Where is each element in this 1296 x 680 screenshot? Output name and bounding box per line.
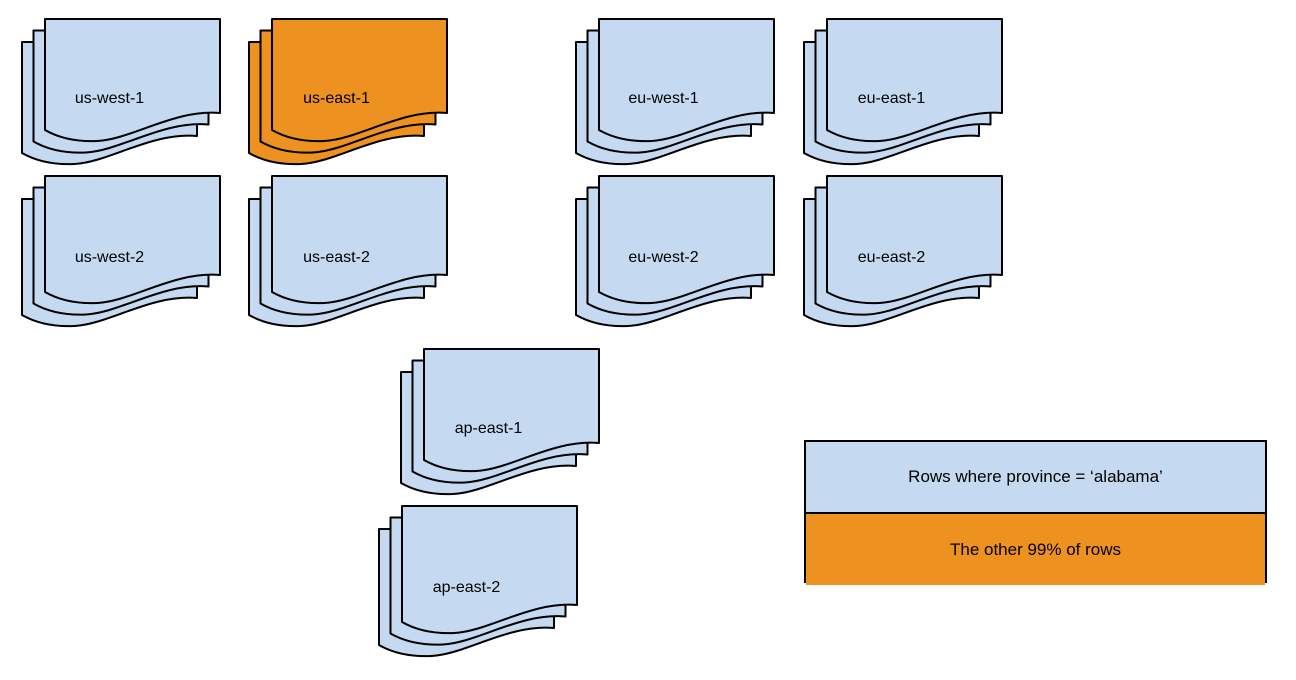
legend: Rows where province = ‘alabama’ The other… [804,440,1267,585]
document-stack-shape-ap-east-1 [400,348,600,496]
document-stack-shape-us-east-2 [248,175,448,328]
document-stack-shape-us-west-2 [21,175,221,328]
document-stack-shape-eu-east-2 [803,175,1003,328]
document-stack-us-west-2[interactable]: us-west-2 [21,175,223,328]
document-card-3 [826,175,1003,305]
document-stack-shape-us-east-1 [248,18,448,166]
document-stack-shape-eu-west-2 [575,175,775,328]
document-stack-shape-eu-west-1 [575,18,775,166]
document-card-3 [423,348,600,473]
legend-label-blue: Rows where province = ‘alabama’ [908,467,1163,486]
document-stack-shape-us-west-1 [21,18,221,166]
document-card-3 [271,175,448,305]
document-card-3 [598,18,775,143]
document-stack-ap-east-1[interactable]: ap-east-1 [400,348,602,496]
document-card-3 [271,18,448,143]
document-stack-eu-west-2[interactable]: eu-west-2 [575,175,777,328]
document-card-3 [44,175,221,305]
document-stack-ap-east-2[interactable]: ap-east-2 [378,505,580,658]
legend-label-orange: The other 99% of rows [949,539,1122,559]
document-stack-eu-east-2[interactable]: eu-east-2 [803,175,1005,328]
document-stack-eu-west-1[interactable]: eu-west-1 [575,18,777,166]
document-stack-eu-east-1[interactable]: eu-east-1 [803,18,1005,166]
document-stack-shape-ap-east-2 [378,505,578,658]
document-card-3 [598,175,775,305]
document-stack-shape-eu-east-1 [803,18,1003,166]
document-stack-us-east-1[interactable]: us-east-1 [248,18,450,166]
document-card-3 [401,505,578,635]
document-card-3 [826,18,1003,143]
document-card-3 [44,18,221,143]
document-stack-us-east-2[interactable]: us-east-2 [248,175,450,328]
document-stack-us-west-1[interactable]: us-west-1 [21,18,223,166]
legend-row-blue: Rows where province = ‘alabama’ [806,442,1265,514]
legend-row-orange: The other 99% of rows [806,514,1265,585]
